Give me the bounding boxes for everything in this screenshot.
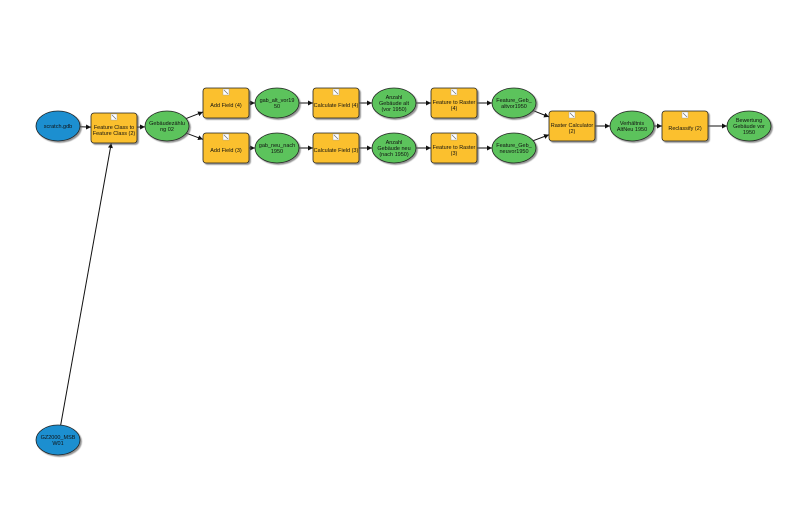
tool-node-calc3[interactable]: Calculate Field (3) xyxy=(312,132,360,164)
node-label: gab_alt_vor19 xyxy=(260,98,295,104)
connector-gz2000-fc2fc xyxy=(60,142,113,426)
hammer-tool-icon xyxy=(681,111,689,119)
node-label: altvor1950 xyxy=(501,104,527,110)
node-label: Raster Calculator xyxy=(551,123,594,129)
node-label: Reclassify (2) xyxy=(668,126,701,132)
node-label: AltNeu 1950 xyxy=(617,127,647,133)
node-label: Add Field (3) xyxy=(210,148,242,154)
tool-node-rcalc[interactable]: Raster Calculator(2) xyxy=(548,110,596,142)
node-label: Calculate Field (3) xyxy=(314,148,359,154)
hammer-tool-icon xyxy=(332,88,340,96)
node-label: Calculate Field (4) xyxy=(314,103,359,109)
node-label: (nach 1950) xyxy=(379,152,409,158)
node-label: Feature to Raster xyxy=(433,100,476,106)
tool-node-recl[interactable]: Reclassify (2) xyxy=(661,110,709,142)
node-label: Feature_Geb_ xyxy=(496,143,532,149)
node-label: (vor 1950) xyxy=(381,107,406,113)
tool-node-add3[interactable]: Add Field (3) xyxy=(202,132,250,164)
node-label: (2) xyxy=(569,129,576,135)
node-label: Gebäude vor xyxy=(733,124,765,130)
connector-gebz-add3 xyxy=(186,132,204,141)
data-node-gabalt[interactable]: gab_alt_vor1950 xyxy=(254,87,300,119)
node-label: 1950 xyxy=(271,149,283,155)
tool-node-f2r3[interactable]: Feature to Raster(3) xyxy=(430,132,478,164)
node-label: 1950 xyxy=(743,130,755,136)
node-label: Gebäude alt xyxy=(379,101,409,107)
node-label: Feature to Raster xyxy=(433,145,476,151)
connector-gebz-add4 xyxy=(185,111,204,120)
hammer-tool-icon xyxy=(332,133,340,141)
node-label: gab_neu_nach xyxy=(259,143,295,149)
node-label: 50 xyxy=(274,104,280,110)
node-label: W01 xyxy=(52,441,63,447)
node-label: GZ2000_MSB xyxy=(41,435,76,441)
data-node-fgneu[interactable]: Feature_Geb_neuvor1950 xyxy=(491,132,537,164)
node-label: ng 02 xyxy=(160,127,174,133)
hammer-tool-icon xyxy=(450,133,458,141)
tool-node-add4[interactable]: Add Field (4) xyxy=(202,87,250,119)
node-label: Feature_Geb_ xyxy=(496,98,532,104)
node-label: (3) xyxy=(451,151,458,157)
hammer-tool-icon xyxy=(222,88,230,96)
tool-node-calc4[interactable]: Calculate Field (4) xyxy=(312,87,360,119)
hammer-tool-icon xyxy=(568,111,576,119)
node-label: Verhältnis xyxy=(620,121,644,127)
node-label: Anzahl xyxy=(386,95,403,101)
node-label: Feature Class to xyxy=(94,125,134,131)
node-label: scratch.gdb xyxy=(44,124,72,130)
node-label: Add Field (4) xyxy=(210,103,242,109)
node-label: Bewertung xyxy=(736,118,762,124)
node-label: Feature Class (2) xyxy=(93,131,136,137)
connector-fgalt-rcalc xyxy=(532,110,550,118)
hammer-tool-icon xyxy=(110,113,118,121)
connector-fgneu-rcalc xyxy=(533,134,550,142)
tool-node-f2r4[interactable]: Feature to Raster(4) xyxy=(430,87,478,119)
hammer-tool-icon xyxy=(222,133,230,141)
node-label: Anzahl xyxy=(386,140,403,146)
node-label: Gebäudezählu xyxy=(149,121,185,127)
connections xyxy=(60,100,727,426)
node-label: neuvor1950 xyxy=(499,149,528,155)
data-node-scratch[interactable]: scratch.gdb xyxy=(35,110,81,142)
hammer-tool-icon xyxy=(450,88,458,96)
data-node-fgalt[interactable]: Feature_Geb_altvor1950 xyxy=(491,87,537,119)
node-label: (4) xyxy=(451,106,458,112)
node-label: Gebäude neu xyxy=(377,146,410,152)
